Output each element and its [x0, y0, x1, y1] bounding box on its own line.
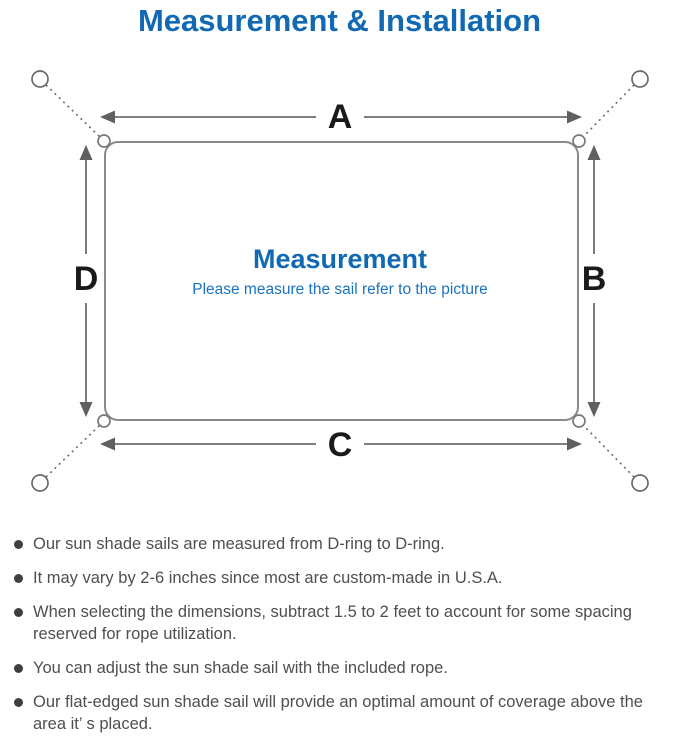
- arrowhead-right-icon: [567, 110, 582, 124]
- arrowhead-right-icon: [567, 437, 582, 451]
- d-ring-icon-bottom-left: [97, 414, 111, 428]
- anchor-ring-icon-top-right: [631, 70, 649, 88]
- d-ring-icon-top-right: [572, 134, 586, 148]
- dimension-label-a: A: [328, 98, 353, 136]
- rope-dashed-line-top-right: [582, 84, 635, 138]
- rope-dashed-line-top-left: [45, 84, 101, 138]
- dimension-arrow-c: [100, 437, 582, 451]
- notes-list: Our sun shade sails are measured from D-…: [14, 534, 663, 739]
- bullet-icon: [14, 663, 23, 673]
- page-title: Measurement & Installation: [137, 3, 542, 38]
- note-text: You can adjust the sun shade sail with t…: [33, 658, 448, 677]
- note-text: When selecting the dimensions, subtract …: [33, 602, 632, 643]
- arrowhead-up-icon: [587, 145, 601, 160]
- list-item: Our sun shade sails are measured from D-…: [14, 534, 663, 556]
- anchor-ring-icon-bottom-left: [31, 474, 49, 492]
- list-item: You can adjust the sun shade sail with t…: [14, 658, 663, 680]
- dimension-arrow-d: [79, 145, 93, 417]
- note-text: Our flat-edged sun shade sail will provi…: [33, 692, 643, 733]
- bullet-icon: [14, 540, 23, 549]
- note-text: It may vary by 2-6 inches since most are…: [33, 568, 503, 587]
- arrowhead-left-icon: [100, 110, 115, 124]
- sail-outline: [104, 141, 579, 421]
- dimension-label-b: B: [582, 260, 607, 298]
- note-text: Our sun shade sails are measured from D-…: [33, 535, 445, 553]
- arrowhead-left-icon: [100, 437, 115, 451]
- bullet-icon: [14, 607, 23, 617]
- list-item: Our flat-edged sun shade sail will provi…: [14, 692, 663, 736]
- dimension-arrow-b: [587, 145, 601, 417]
- diagram-center-subtitle: Please measure the sail refer to the pic…: [192, 281, 488, 298]
- list-item: When selecting the dimensions, subtract …: [14, 602, 663, 646]
- rope-dashed-line-bottom-left: [45, 424, 101, 478]
- anchor-ring-icon-top-left: [31, 70, 49, 88]
- arrowhead-up-icon: [79, 145, 93, 160]
- list-item: It may vary by 2-6 inches since most are…: [14, 568, 663, 590]
- d-ring-icon-bottom-right: [572, 414, 586, 428]
- arrowhead-down-icon: [79, 402, 93, 417]
- dimension-label-c: C: [328, 426, 353, 464]
- diagram-center-title: Measurement: [253, 244, 427, 274]
- d-ring-icon-top-left: [97, 134, 111, 148]
- anchor-ring-icon-bottom-right: [631, 474, 649, 492]
- sail-diagram-canvas: A B C D Measurement Please measure the s…: [31, 70, 649, 492]
- arrowhead-down-icon: [587, 402, 601, 417]
- bullet-icon: [14, 573, 23, 583]
- dimension-label-d: D: [74, 260, 99, 298]
- measurement-diagram: A B C D Measurement Please measure the s…: [0, 60, 679, 520]
- dimension-arrow-a: [100, 110, 582, 124]
- bullet-icon: [14, 697, 23, 707]
- rope-dashed-line-bottom-right: [582, 424, 635, 478]
